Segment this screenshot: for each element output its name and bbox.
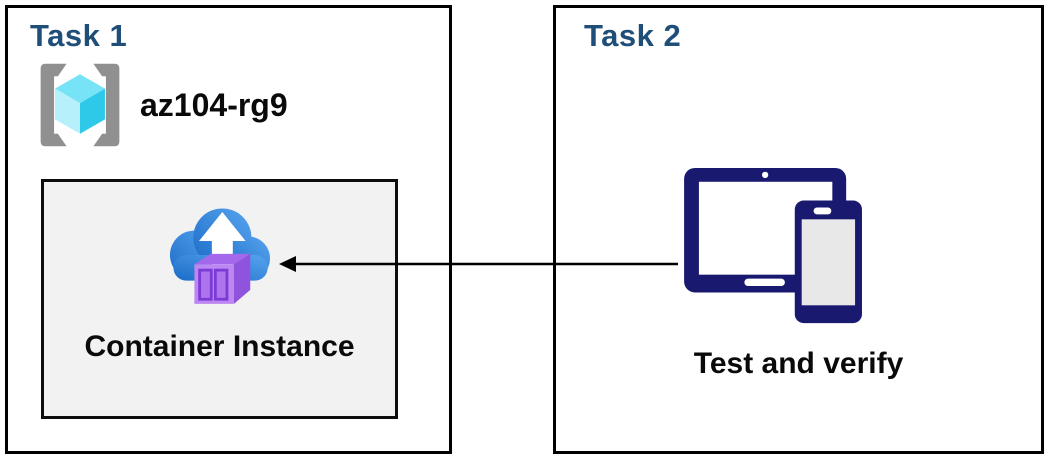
container-instance-label: Container Instance	[84, 330, 355, 363]
container-instance-box: Container Instance	[41, 179, 398, 419]
arrowhead-left-icon	[279, 256, 296, 272]
resource-group-name: az104-rg9	[140, 86, 288, 123]
container-instance-icon	[169, 208, 270, 304]
resource-group-row: az104-rg9	[32, 60, 288, 150]
task1-panel: Task 1 az104-rg9	[5, 5, 452, 454]
task1-title: Task 1	[30, 18, 128, 53]
connector-arrow	[279, 256, 678, 272]
test-and-verify-label: Test and verify	[693, 347, 904, 380]
task2-title: Task 2	[584, 18, 682, 53]
devices-tablet-phone-icon	[684, 167, 862, 324]
resource-group-icon	[40, 63, 120, 147]
